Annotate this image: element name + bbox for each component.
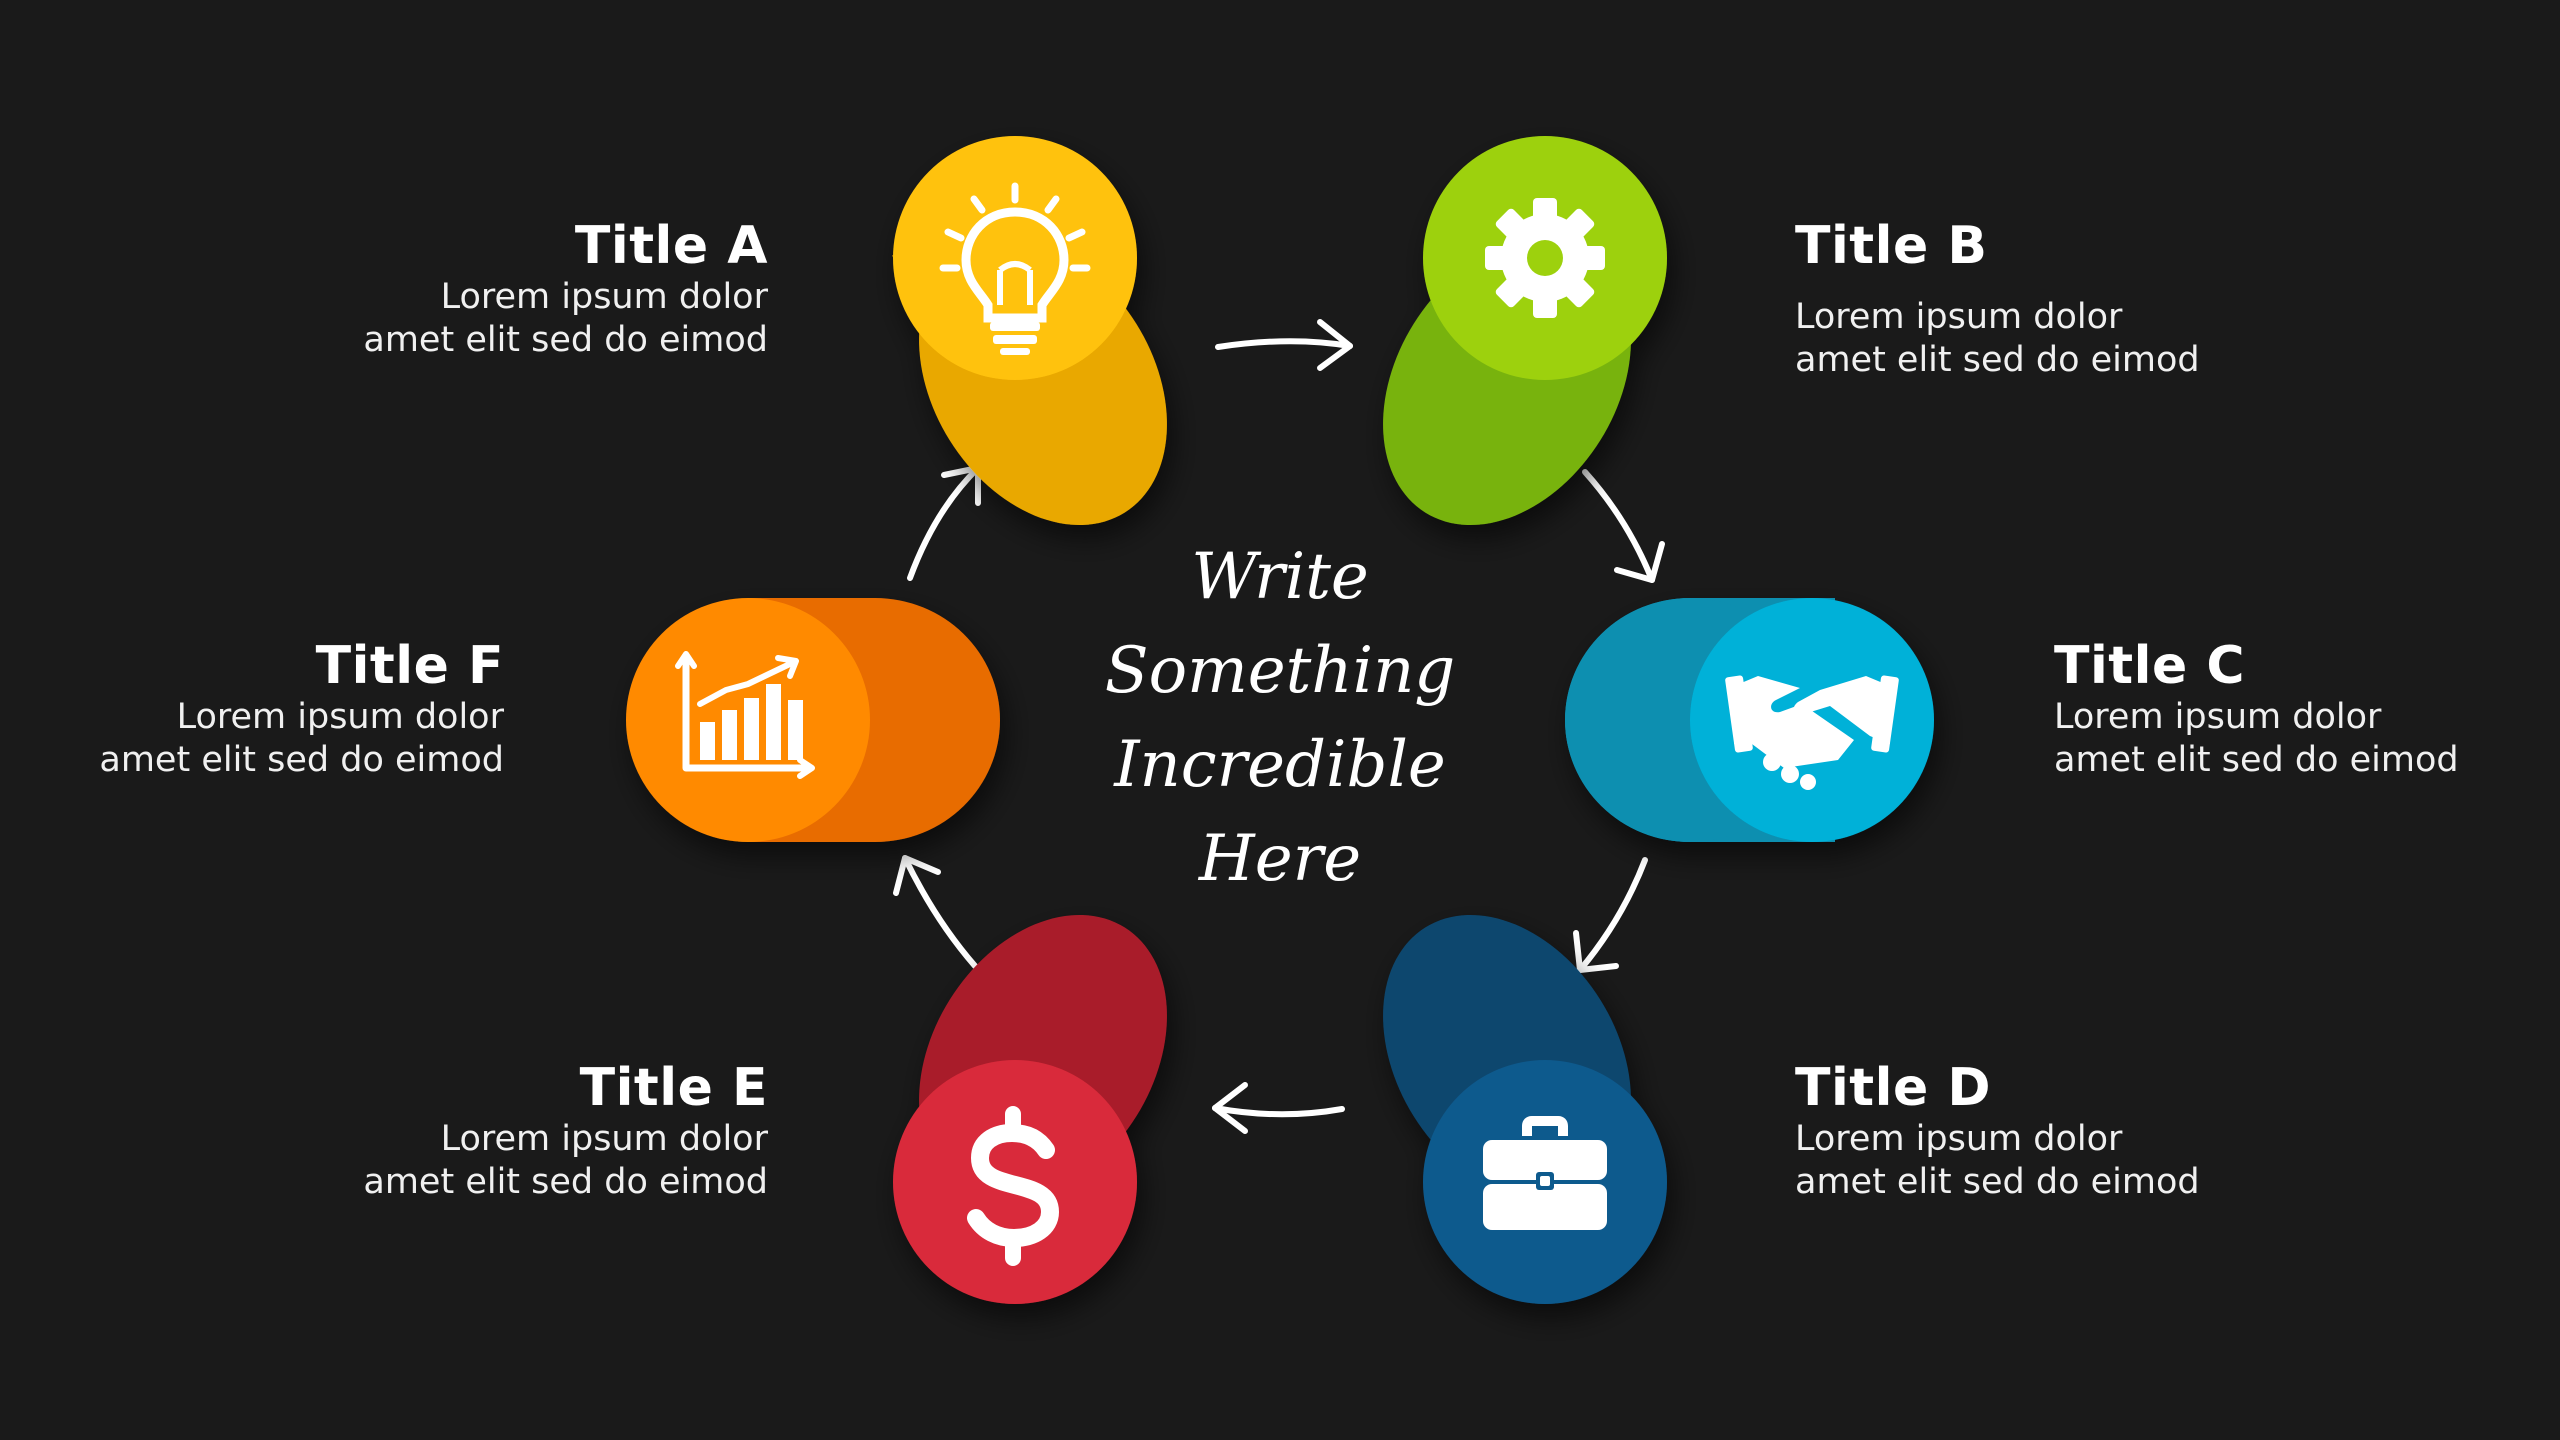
center-headline: Write Something Incredible Here (1080, 530, 1480, 906)
arrow-b-to-c (1582, 469, 1655, 583)
step-c-cylinder (1565, 598, 1934, 842)
gear-icon (1485, 198, 1605, 318)
callout-b: Title B Lorem ipsum dolor amet elit sed … (1795, 216, 2200, 382)
arrow-d-to-e-head (1212, 1082, 1248, 1134)
arrow-c-to-d (1577, 857, 1648, 973)
step-b-cylinder (1383, 136, 1667, 526)
chart-icon (675, 651, 815, 779)
briefcase-icon (1483, 1116, 1607, 1230)
center-line-4: Here (1198, 822, 1362, 896)
arrow-a-to-b (1215, 338, 1353, 350)
callout-d: Title D Lorem ipsum dolor amet elit sed … (1795, 1058, 2200, 1204)
callout-a: Title A Lorem ipsum dolor amet elit sed … (363, 216, 768, 362)
body-d-line-1: Lorem ipsum dolor (1795, 1119, 2123, 1159)
body-e-line-1: Lorem ipsum dolor (440, 1119, 768, 1159)
center-line-3: Incredible (1114, 728, 1446, 802)
arrow-e-to-f (902, 855, 978, 969)
step-d-cylinder (1383, 914, 1667, 1304)
title-f: Title F (315, 636, 504, 696)
callout-c: Title C Lorem ipsum dolor amet elit sed … (2054, 636, 2459, 782)
body-f-line-1: Lorem ipsum dolor (176, 697, 504, 737)
body-a-line-1: Lorem ipsum dolor (440, 277, 768, 317)
center-line-2: Something (1104, 634, 1456, 708)
callout-e: Title E Lorem ipsum dolor amet elit sed … (363, 1058, 768, 1204)
body-e-line-2: amet elit sed do eimod (363, 1162, 768, 1202)
step-f-cylinder (626, 598, 1000, 842)
title-d: Title D (1795, 1058, 1992, 1118)
body-c-line-2: amet elit sed do eimod (2054, 740, 2459, 780)
body-b-line-1: Lorem ipsum dolor (1795, 297, 2123, 337)
lightbulb-icon (939, 182, 1091, 355)
title-a: Title A (574, 216, 768, 276)
dollar-icon (967, 1106, 1060, 1266)
arrow-d-to-e (1212, 1105, 1345, 1118)
title-e: Title E (579, 1058, 768, 1118)
body-f-line-2: amet elit sed do eimod (99, 740, 504, 780)
arrow-f-to-a (907, 465, 981, 581)
body-b-line-2: amet elit sed do eimod (1795, 340, 2200, 380)
body-c-line-1: Lorem ipsum dolor (2054, 697, 2382, 737)
arrow-a-to-b-head (1317, 319, 1353, 371)
arrow-b-to-c-head (1614, 541, 1665, 583)
step-e-cylinder (893, 914, 1167, 1304)
handshake-icon (1725, 675, 1899, 790)
callout-f: Title F Lorem ipsum dolor amet elit sed … (99, 636, 504, 782)
title-b: Title B (1795, 216, 1988, 276)
arrow-e-to-f-head (893, 855, 941, 896)
flow-arrows (893, 319, 1665, 1134)
center-line-1: Write (1191, 540, 1369, 614)
body-a-line-2: amet elit sed do eimod (363, 320, 768, 360)
title-c: Title C (2054, 636, 2246, 696)
body-d-line-2: amet elit sed do eimod (1795, 1162, 2200, 1202)
step-a-cylinder (892, 136, 1167, 526)
arrow-c-to-d-head (1573, 930, 1619, 973)
